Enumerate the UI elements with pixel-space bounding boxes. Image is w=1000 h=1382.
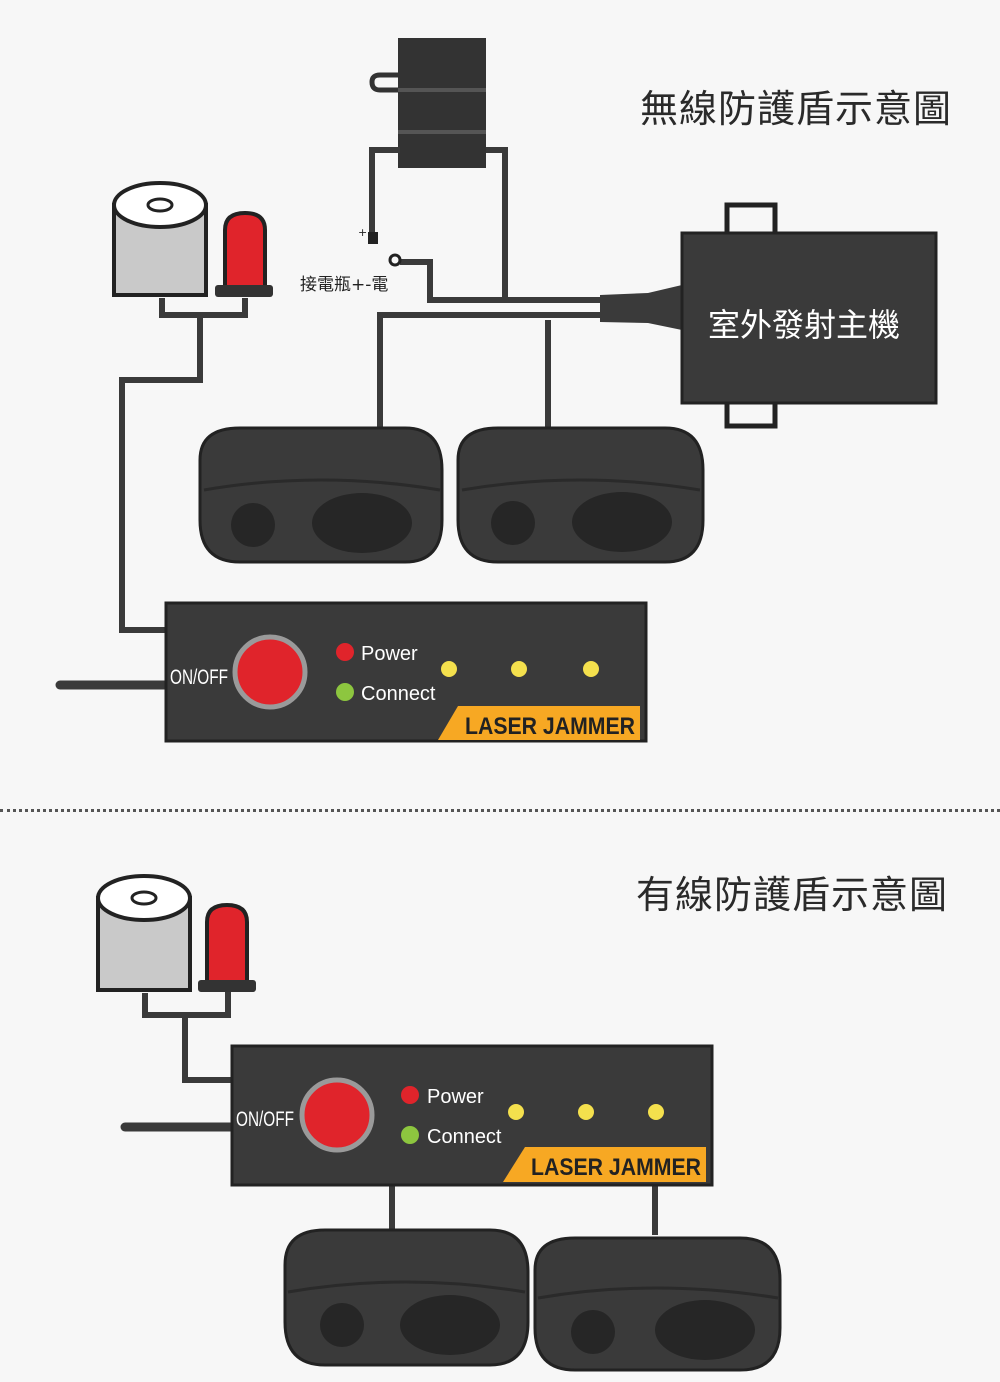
connect-label: Connect [361,683,436,705]
laser-head-right-wired [533,1236,782,1372]
cable-bundle-icon [600,285,682,330]
plus-mark: + [358,226,368,239]
wired-title: 有線防護盾示意圖 [636,873,949,917]
power-label-wired: Power [427,1086,484,1108]
battery-label: 接電瓶+-電 [300,275,389,295]
brand-label-wired: LASER JAMMER [531,1154,701,1181]
laser-head-left-wired [283,1228,530,1367]
control-box-wireless [164,601,648,743]
power-label: Power [361,643,418,665]
siren-speaker-icon [112,181,208,297]
wireless-title: 無線防護盾示意圖 [640,87,953,131]
siren-speaker-icon-wired [96,874,192,992]
red-beacon-icon [215,210,273,297]
main-unit-label: 室外發射主機 [708,306,901,344]
onoff-label-wired: ON/OFF [236,1108,294,1131]
wired-wiring [120,990,658,1235]
outdoor-main-unit [680,202,938,429]
connect-label-wired: Connect [427,1126,502,1148]
onoff-label: ON/OFF [170,666,228,689]
fuse-socket-icon [369,38,486,168]
red-beacon-icon-wired [198,902,256,992]
brand-label: LASER JAMMER [465,713,635,740]
laser-head-left [198,426,444,564]
laser-head-right [456,426,705,564]
control-box-wired [230,1044,714,1187]
wireless-wiring [55,147,645,690]
battery-clip-icon [368,232,402,267]
section-divider [0,809,1000,812]
